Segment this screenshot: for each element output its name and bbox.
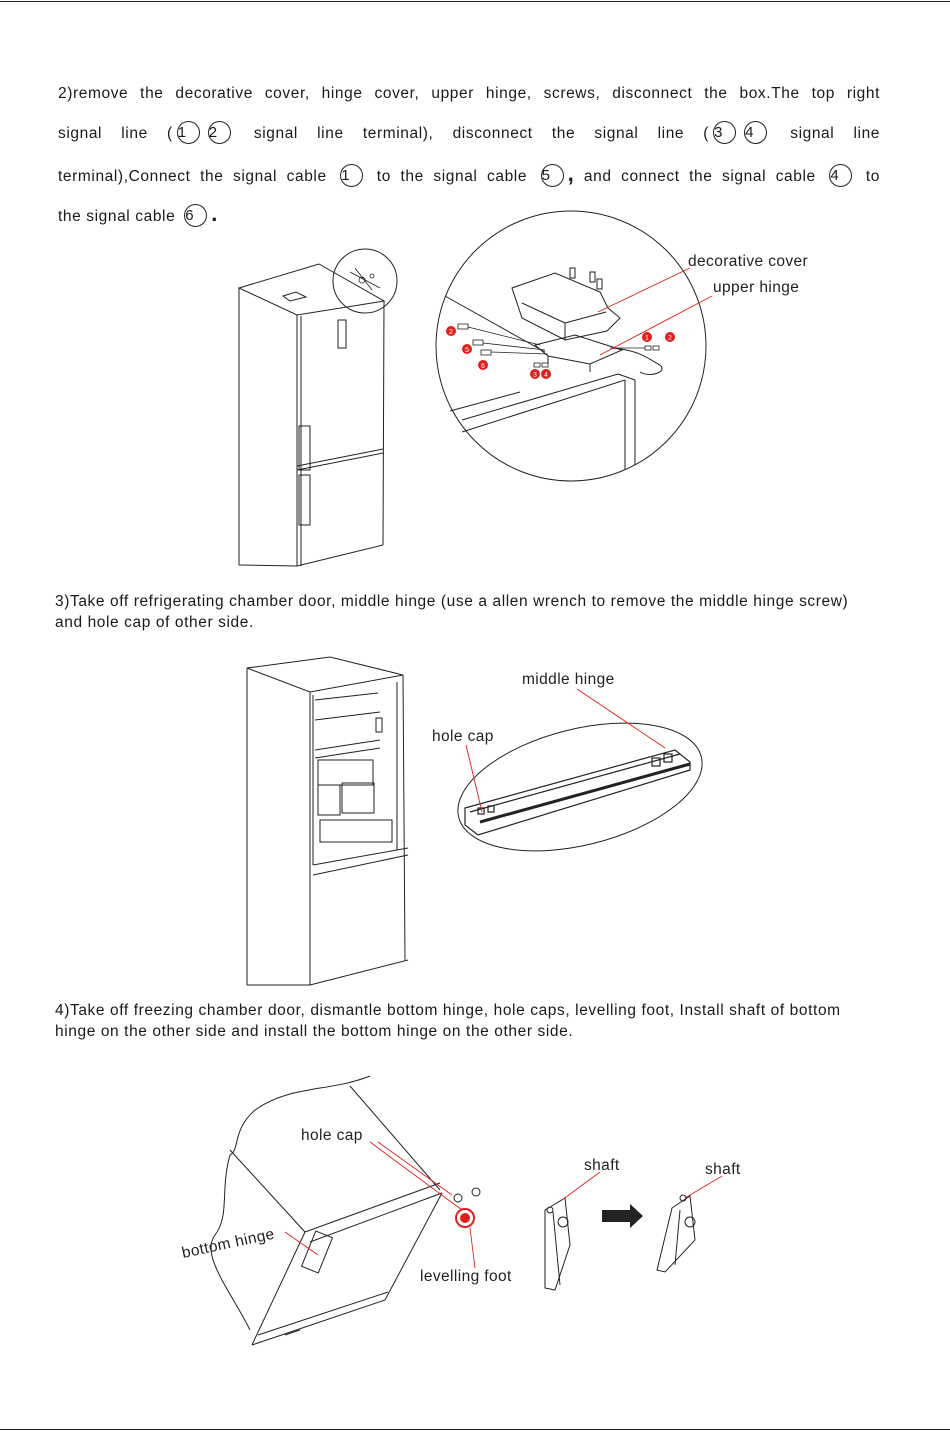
punctuation: . xyxy=(211,201,218,226)
callout-number: 4 xyxy=(544,372,548,379)
punctuation: , xyxy=(567,161,575,186)
signal-line-markers xyxy=(457,323,660,368)
circled-number: 3 xyxy=(713,121,737,144)
step-2-instructions: 2)remove the decorative cover, hinge cov… xyxy=(58,74,880,234)
label-decorative-cover: decorative cover xyxy=(688,253,808,270)
callout-marker xyxy=(478,360,488,370)
detail-circle-small xyxy=(332,248,398,314)
text-run: terminal),Connect the signal cable xyxy=(58,168,337,185)
callout-marker xyxy=(530,369,540,379)
label-upper-hinge: upper hinge xyxy=(713,279,799,296)
callout-number: 6 xyxy=(481,363,485,370)
callout-marker xyxy=(665,332,675,342)
circled-number: 6 xyxy=(184,204,208,227)
circled-number: 1 xyxy=(340,164,364,187)
callout-number: 1 xyxy=(645,335,649,342)
top-rule xyxy=(0,1,950,2)
callout-number: 2 xyxy=(668,335,672,342)
circled-number: 5 xyxy=(540,164,564,187)
circled-number: 4 xyxy=(829,164,853,187)
circled-number: 1 xyxy=(176,121,200,144)
step-2-line: the signal cable 6. xyxy=(58,194,880,234)
text-run: to the signal cable xyxy=(367,168,537,185)
step-3-instructions: 3)Take off refrigerating chamber door, m… xyxy=(55,593,849,631)
callout-marker xyxy=(462,344,472,354)
bottom-rule xyxy=(0,1429,950,1430)
leader-lines-fig1 xyxy=(597,267,713,356)
callout-marker xyxy=(642,332,652,342)
step-2-line: 2)remove the decorative cover, hinge cov… xyxy=(58,74,880,114)
text-run: and connect the signal cable xyxy=(574,168,826,185)
text-run: signal line ( xyxy=(58,125,173,142)
text-run: the signal cable xyxy=(58,208,181,225)
callout-number: 2 xyxy=(449,329,453,336)
text-run: signal line terminal), disconnect the si… xyxy=(234,125,710,142)
callout-number: 5 xyxy=(465,347,469,354)
text-run: signal line xyxy=(771,125,881,142)
circled-number: 4 xyxy=(744,121,768,144)
detail-circle-large xyxy=(435,210,707,482)
text-run: 2)remove the decorative cover, hinge cov… xyxy=(58,85,880,102)
callout-marker xyxy=(446,326,456,336)
step-4-instructions: 4)Take off freezing chamber door, disman… xyxy=(55,1002,841,1040)
step-2-line: terminal),Connect the signal cable 1 to … xyxy=(58,154,880,194)
callout-number: 3 xyxy=(533,372,537,379)
text-run: to xyxy=(856,168,880,185)
callout-marker xyxy=(541,369,551,379)
circled-number: 2 xyxy=(207,121,231,144)
fridge-closed-illustration xyxy=(237,263,386,567)
hinge-detail-drawing xyxy=(444,267,663,470)
